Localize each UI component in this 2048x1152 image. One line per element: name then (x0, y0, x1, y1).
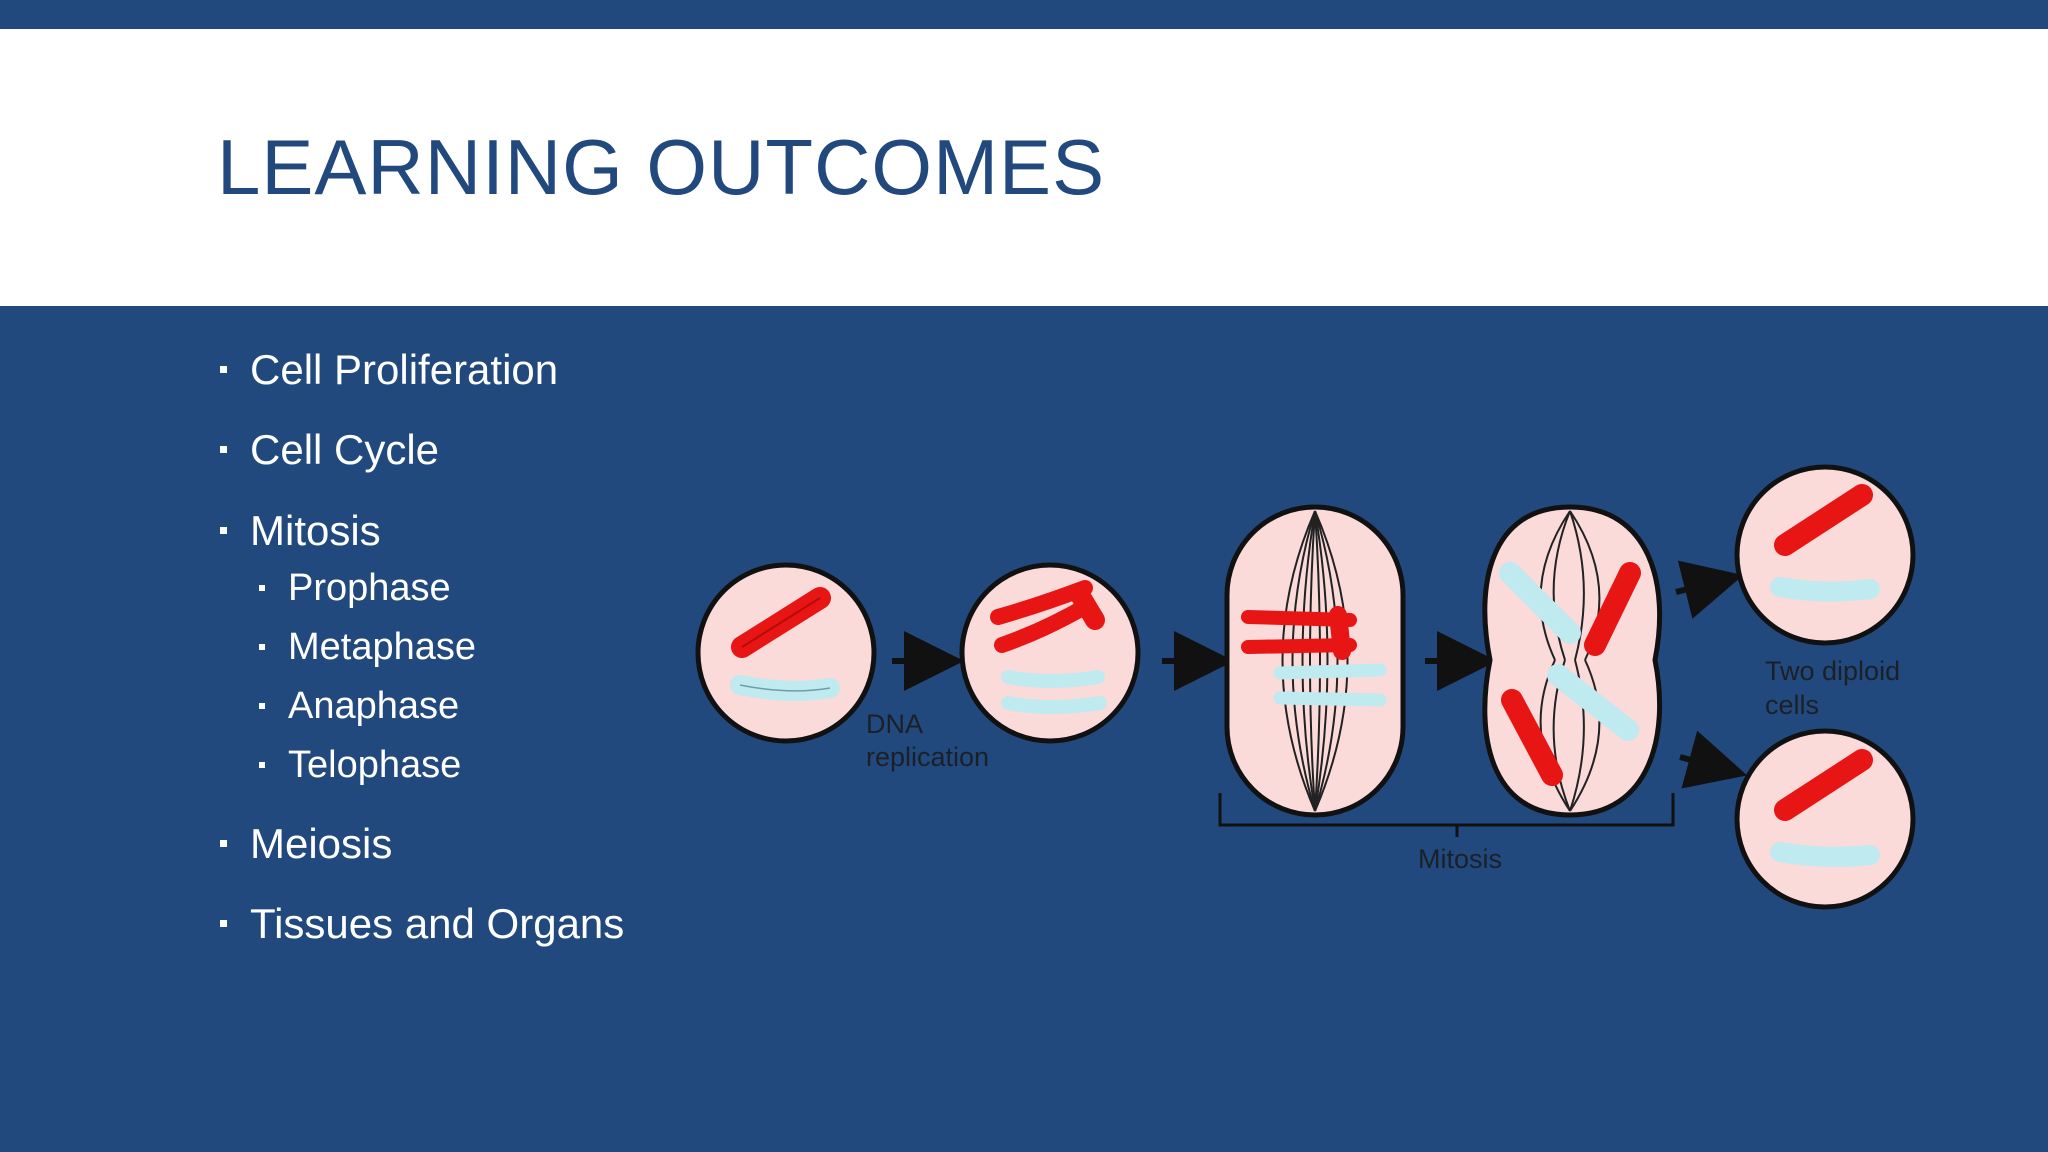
bullet-text: Cell Proliferation (250, 346, 559, 393)
sub-bullet-marker (259, 761, 265, 768)
sub-bullet-text: Prophase (288, 567, 451, 609)
replicated-cell (959, 562, 1141, 744)
bullet-marker (220, 446, 227, 453)
red-chromosome (1584, 562, 1641, 656)
bullet-marker (220, 366, 227, 373)
sub-bullet-marker (259, 702, 265, 709)
mitosis-diagram-svg: DNA replication (695, 464, 1916, 910)
sub-bullet-text: Telophase (288, 744, 462, 786)
sub-bullet-text: Metaphase (288, 626, 477, 668)
daughter-cell (1734, 728, 1916, 910)
dna-replication-label: DNA (866, 709, 923, 739)
metaphase-cell (1224, 504, 1406, 818)
dna-replication-label: replication (866, 742, 989, 772)
bullet-item: Tissues and Organs (218, 900, 624, 948)
red-chromosome (1329, 606, 1351, 660)
mitosis-diagram: DNA replication (690, 455, 1930, 915)
bullet-marker (220, 840, 227, 847)
content-area: Cell Proliferation Cell Cycle Mitosis Pr… (0, 306, 2048, 1152)
bullet-text: Cell Cycle (250, 426, 440, 473)
title-area (0, 29, 2048, 306)
parent-cell (695, 562, 877, 744)
two-diploid-label: cells (1765, 690, 1819, 720)
blue-chromosome (1770, 577, 1880, 602)
sub-bullet-item: Telophase (218, 744, 461, 787)
red-chromosome (1070, 585, 1105, 630)
sub-bullet-marker (259, 584, 265, 591)
bullet-marker (220, 527, 227, 534)
mitosis-bracket (1218, 793, 1675, 827)
bullet-item: Mitosis (218, 507, 381, 555)
bullet-item: Meiosis (218, 820, 392, 868)
bullet-text: Meiosis (250, 820, 393, 867)
blue-chromosome (1547, 664, 1639, 741)
sub-bullet-item: Anaphase (218, 685, 459, 728)
blue-chromosome (1273, 691, 1387, 707)
bullet-item: Cell Proliferation (218, 346, 558, 394)
anaphase-cell (1482, 504, 1663, 818)
slide-title: LEARNING OUTCOMES (217, 123, 1106, 211)
sub-bullet-text: Anaphase (288, 685, 460, 727)
blue-chromosome (1001, 696, 1107, 714)
arrow-icon (1679, 730, 1748, 789)
bullet-marker (220, 920, 227, 927)
bullet-item: Cell Cycle (218, 426, 439, 474)
red-chromosome (1774, 749, 1873, 821)
bullet-text: Tissues and Organs (250, 900, 625, 947)
red-chromosome (1774, 484, 1873, 556)
sub-bullet-marker (259, 643, 265, 650)
mitosis-label: Mitosis (1418, 844, 1502, 874)
arrow-icon (1675, 560, 1744, 619)
bullet-text: Mitosis (250, 507, 381, 554)
two-diploid-label: Two diploid (1765, 656, 1900, 686)
sub-bullet-item: Metaphase (218, 626, 476, 669)
daughter-cell (1734, 464, 1916, 646)
sub-bullet-item: Prophase (218, 567, 451, 610)
top-band (0, 0, 2048, 29)
blue-chromosome (1770, 842, 1880, 867)
